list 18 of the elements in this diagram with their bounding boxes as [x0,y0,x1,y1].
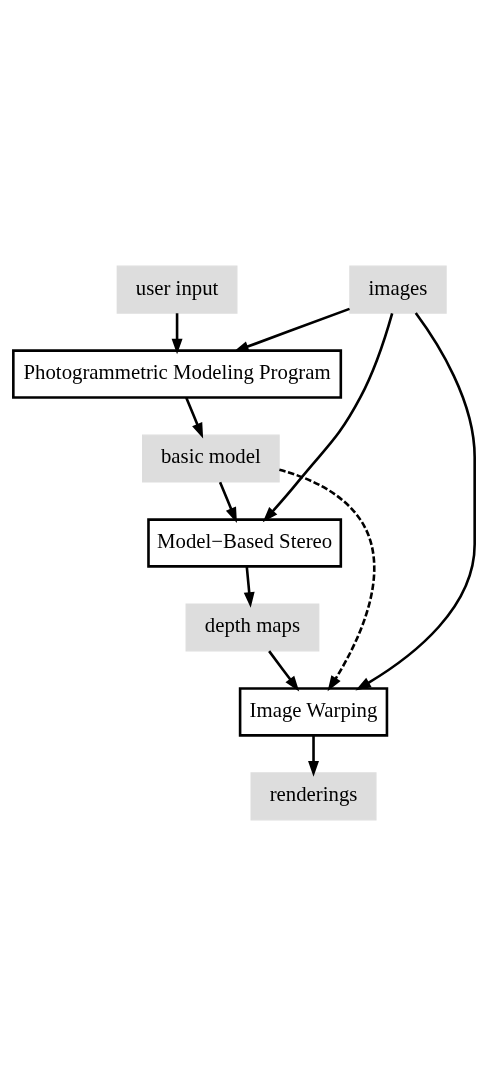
arrow [233,307,350,352]
node-box: renderings [250,771,377,820]
node-box: Image Warping [238,686,389,737]
arrow [355,311,476,690]
node-box: basic model [142,434,280,483]
arrow [308,735,319,777]
node-box: Model−Based Stereo [147,517,343,568]
arrow [171,312,183,354]
arrow [268,649,300,691]
node-box: depth maps [185,602,320,651]
node-box: images [349,265,447,314]
arrow [279,467,376,691]
arrow [262,312,394,522]
arrow [218,481,237,523]
node-box: Photogrammetric Modeling Program [12,348,343,399]
arrow [243,566,255,608]
node-box: user input [116,265,238,314]
arrow [185,396,204,439]
